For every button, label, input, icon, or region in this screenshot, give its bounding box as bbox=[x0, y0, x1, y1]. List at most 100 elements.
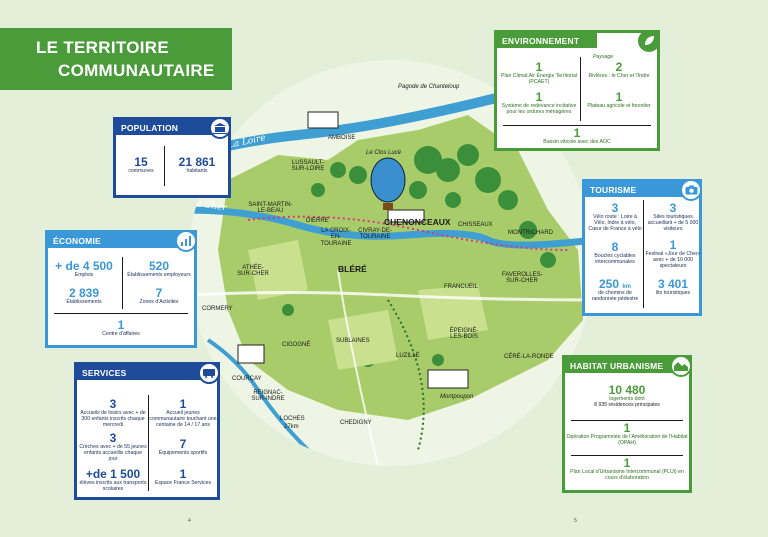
velo-cell: 3 Vélo route : Loire à Vélo, Indre à vél… bbox=[587, 202, 643, 233]
jeunes-label: Accueil jeunes communautaire touchant un… bbox=[149, 409, 217, 428]
habitat-header: HABITAT URBANISME bbox=[565, 358, 689, 373]
pluih-label: Plan Local d'Urbanisme Intercommunal (PL… bbox=[570, 468, 684, 481]
divider bbox=[571, 420, 683, 421]
communes-label: communes bbox=[128, 167, 154, 174]
services-box: SERVICES 3 Accueils de loisirs avec + de… bbox=[74, 362, 220, 500]
eleves-cell: +de 1 500 élèves inscrits aux transports… bbox=[79, 468, 147, 493]
divider bbox=[643, 200, 644, 308]
affaires-label: Centre d'affaires bbox=[102, 330, 140, 337]
label-dierre: DIERRE bbox=[306, 218, 329, 224]
label-faverolles: FAVEROLLES-SUR-CHER bbox=[502, 272, 543, 285]
label-cere: CÉRÉ-LA-RONDE bbox=[504, 354, 554, 360]
chemins-value-wrap: 250 km bbox=[587, 278, 643, 291]
main-road bbox=[188, 291, 594, 302]
divider bbox=[54, 313, 188, 314]
zones-cell: 7 Zones d'Activités bbox=[124, 287, 194, 306]
aoc-cell: 1 Bassin viticole avec des AOC bbox=[497, 127, 657, 146]
etab-cell: 2 839 Établissements bbox=[48, 287, 120, 306]
plateau-cell: 1 Plateau agricole et forestier bbox=[581, 91, 657, 110]
secondary-road bbox=[337, 269, 379, 466]
equip-label: Équipements sportifs bbox=[158, 449, 208, 456]
etab-value: 2 839 bbox=[68, 286, 100, 300]
redevance-cell: 1 Système de redevance incitative pour l… bbox=[499, 91, 579, 116]
plateau-label: Plateau agricole et forestier bbox=[587, 102, 651, 109]
creches-value: 3 bbox=[109, 431, 117, 445]
habitants-value: 21 861 bbox=[178, 155, 216, 169]
lits-value: 3 401 bbox=[657, 277, 689, 291]
sites-cell: 3 Sites touristiques accueillant + de 5 … bbox=[645, 202, 701, 233]
zones-value: 7 bbox=[155, 286, 163, 300]
environnement-box: ENVIRONNEMENT Paysage 1 Plan Climat Air … bbox=[494, 30, 660, 151]
label-reignac: REIGNAC-SUR-INDRE bbox=[251, 390, 285, 403]
pcaet-cell: 1 Plan Climat Air Énergie Territorial (P… bbox=[499, 61, 579, 86]
indre-river bbox=[206, 338, 310, 452]
label-pagode: Pagode de Chanteloup bbox=[398, 84, 460, 90]
label-epeigne: ÉPEIGNÉ-LES-BOIS bbox=[449, 328, 479, 341]
label-chenonceaux: CHENONCEAUX bbox=[384, 217, 451, 227]
label-francueil: FRANCUEIL bbox=[444, 284, 479, 290]
eleves-label: élèves inscrits aux transports scolaires bbox=[79, 479, 147, 492]
label-loches-km: 27km bbox=[284, 424, 299, 430]
bar-chart-icon bbox=[175, 230, 197, 252]
france-cell: 1 Espace France Services bbox=[149, 468, 217, 487]
label-sublaines: SUBLAINES bbox=[336, 338, 370, 344]
creches-label: Crèches avec + de 55 jeunes enfants accu… bbox=[79, 443, 147, 462]
label-chisseaux: CHISSEAUX bbox=[458, 222, 493, 228]
divider bbox=[571, 455, 683, 456]
bus-icon bbox=[198, 362, 220, 384]
chemins-cell: 250 km de chemins de randonnée pédestre bbox=[587, 278, 643, 303]
habitants-label: habitants bbox=[186, 167, 208, 174]
label-courcay: COURÇAY bbox=[232, 376, 262, 382]
etab-emp-value: 520 bbox=[148, 259, 170, 273]
pcaet-value: 1 bbox=[535, 60, 543, 74]
chemins-label: de chemins de randonnée pédestre bbox=[591, 289, 639, 302]
lits-label: lits touristiques bbox=[655, 289, 691, 296]
affaires-value: 1 bbox=[117, 318, 125, 332]
economie-header: ÉCONOMIE bbox=[48, 233, 194, 248]
divider bbox=[580, 57, 581, 121]
etab-label: Établissements bbox=[66, 298, 102, 305]
cher-river bbox=[188, 206, 594, 249]
label-luzille: LUZILLÉ bbox=[396, 353, 420, 359]
page-number-right: 5 bbox=[574, 518, 577, 524]
divider bbox=[503, 125, 651, 126]
festival-label: Festival «Jour de Cher» avec + de 10 000… bbox=[645, 250, 701, 269]
chemins-unit: km bbox=[622, 284, 632, 290]
residences-label: 8 935 résidences principales bbox=[594, 401, 660, 408]
logements-label: logements dont bbox=[609, 395, 645, 402]
pluih-cell: 1 Plan Local d'Urbanisme Intercommunal (… bbox=[565, 457, 689, 482]
camera-icon bbox=[680, 179, 702, 201]
label-montrichard: MONTRICHARD bbox=[508, 230, 553, 236]
tourisme-header: TOURISME bbox=[585, 182, 699, 197]
redevance-label: Système de redevance incitative pour les… bbox=[501, 102, 577, 115]
environnement-header: ENVIRONNEMENT bbox=[497, 33, 597, 48]
france-label: Espace France Services bbox=[154, 479, 212, 486]
label-civray: CIVRAY-DE-TOURAINE bbox=[358, 228, 392, 241]
eleves-value: +de 1 500 bbox=[85, 467, 141, 481]
festival-value: 1 bbox=[669, 238, 677, 252]
label-cigogne: CIGOGNÉ bbox=[282, 342, 311, 348]
forest-patches bbox=[282, 144, 556, 367]
sites-label: Sites touristiques accueillant + de 5 00… bbox=[647, 213, 699, 232]
hot-air-balloon-icon bbox=[370, 157, 406, 210]
page-title-line2: COMMUNAUTAIRE bbox=[58, 61, 215, 80]
sites-value: 3 bbox=[669, 201, 677, 215]
hiking-route bbox=[387, 299, 425, 451]
velo-value: 3 bbox=[611, 201, 619, 215]
page-title-line1: LE TERRITOIRE bbox=[36, 38, 169, 57]
velo-label: Vélo route : Loire à Vélo, Indre à vélo,… bbox=[588, 213, 642, 232]
zones-label: Zones d'Activités bbox=[139, 298, 179, 305]
paysage-label: Paysage bbox=[593, 54, 614, 60]
equip-cell: 7 Équipements sportifs bbox=[149, 438, 217, 457]
loisirs-label: Accueils de loisirs avec + de 300 enfant… bbox=[80, 409, 146, 428]
label-cormery: CORMERY bbox=[202, 306, 233, 312]
boucles-cell: 8 Boucles cyclables intercommunales bbox=[587, 241, 643, 266]
jeunes-value: 1 bbox=[179, 397, 187, 411]
aoc-label: Bassin viticole avec des AOC bbox=[543, 138, 611, 145]
communes-value: 15 bbox=[134, 155, 148, 169]
label-leo: Le Clos Lucé bbox=[366, 150, 402, 156]
label-chedigny: CHEDIGNY bbox=[340, 420, 372, 426]
etab-emp-label: Établissements employeurs bbox=[127, 271, 191, 278]
houses-icon bbox=[670, 355, 692, 377]
label-lussault: LUSSAULT-SUR-LOIRE bbox=[291, 160, 325, 173]
